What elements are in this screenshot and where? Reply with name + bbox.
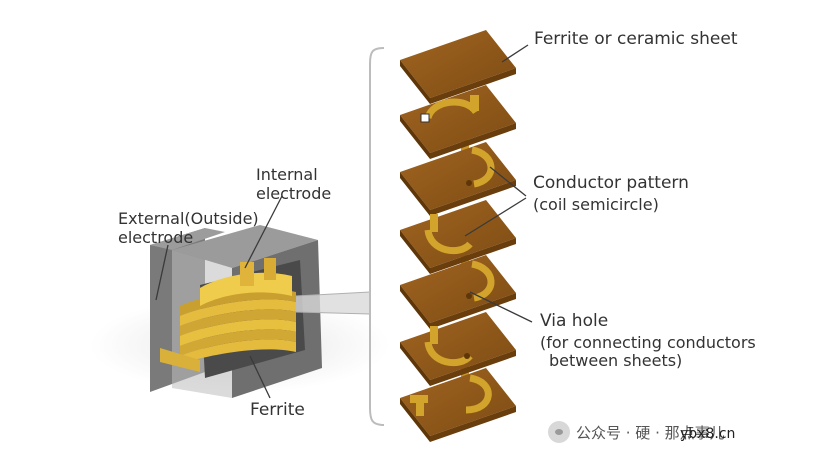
watermark: 公众号 · 硬 · 那点事儿 <box>548 420 725 444</box>
sheet-2 <box>400 85 516 159</box>
watermark-channel: 公众号 · 硬 · 那点事儿 <box>576 423 725 442</box>
external-electrode-left-top <box>150 228 225 250</box>
sheet-4 <box>400 200 516 274</box>
label-internal-electrode-1: Internal <box>256 165 318 184</box>
callout-wedge <box>296 292 370 314</box>
chip-inductor <box>150 225 322 398</box>
sheet-stack <box>400 30 516 442</box>
label-conductor-pattern: Conductor pattern <box>533 173 689 193</box>
label-external-electrode-2: electrode <box>118 228 194 247</box>
sheet-1 <box>400 30 516 104</box>
label-via-desc-1: (for connecting conductors <box>540 333 756 352</box>
label-via-hole: Via hole <box>540 311 609 331</box>
label-external-electrode-1: External(Outside) <box>118 209 259 228</box>
label-ferrite-sheet: Ferrite or ceramic sheet <box>534 29 738 49</box>
sheet-6 <box>400 312 516 386</box>
stack-bracket <box>369 47 385 426</box>
sheet-5 <box>400 255 516 329</box>
leader-lines <box>155 44 533 399</box>
watermark-site: ybx8.cn <box>680 426 736 442</box>
label-ferrite: Ferrite <box>250 400 305 420</box>
wechat-icon <box>548 421 570 443</box>
coil-stack <box>160 258 296 372</box>
label-coil-semicircle: (coil semicircle) <box>533 195 659 214</box>
label-internal-electrode-2: electrode <box>256 184 332 203</box>
sheet-3 <box>400 142 516 216</box>
label-via-desc-2: between sheets) <box>549 351 683 370</box>
sheet-7 <box>400 368 516 442</box>
body-top-face <box>172 225 318 268</box>
